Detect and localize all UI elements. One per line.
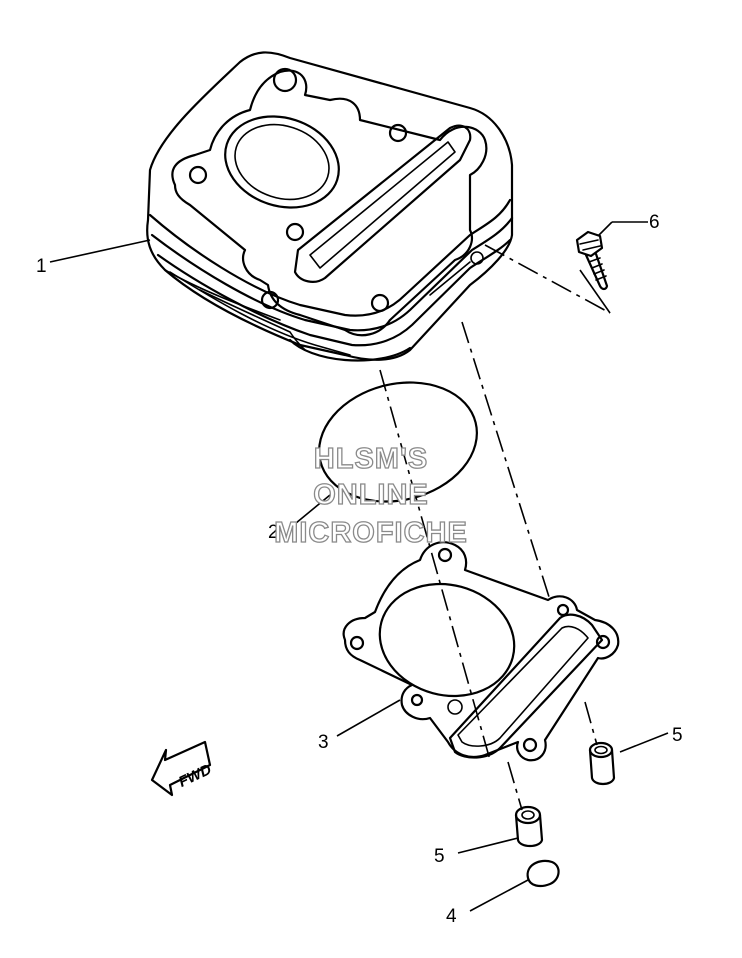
dowel-pin-part-5-left [514, 805, 544, 848]
callout-5-right: 5 [672, 725, 683, 746]
callout-5-lower: 5 [434, 846, 445, 867]
watermark-line-2: ONLINE [313, 479, 429, 511]
seal-part-4 [526, 859, 560, 888]
callout-4: 4 [446, 906, 457, 927]
bolt-part-6 [575, 230, 609, 291]
fwd-label: FWD [176, 761, 214, 791]
callout-3: 3 [318, 732, 329, 753]
callout-6: 6 [649, 212, 660, 233]
alignment-lines [379, 244, 611, 811]
cylinder-part-1 [146, 51, 514, 362]
callout-1: 1 [36, 256, 47, 277]
dowel-pin-part-5-right [588, 741, 616, 786]
watermark-line-1: HLSM'S [314, 443, 428, 475]
leader-lines [49, 221, 669, 912]
forward-direction-arrow: FWD [150, 740, 214, 797]
gasket-part-3 [342, 541, 620, 762]
callout-2: 2 [268, 522, 279, 543]
watermark-line-3: MICROFICHE [274, 517, 468, 549]
watermark: HLSM'S ONLINE MICROFICHE [274, 442, 468, 549]
